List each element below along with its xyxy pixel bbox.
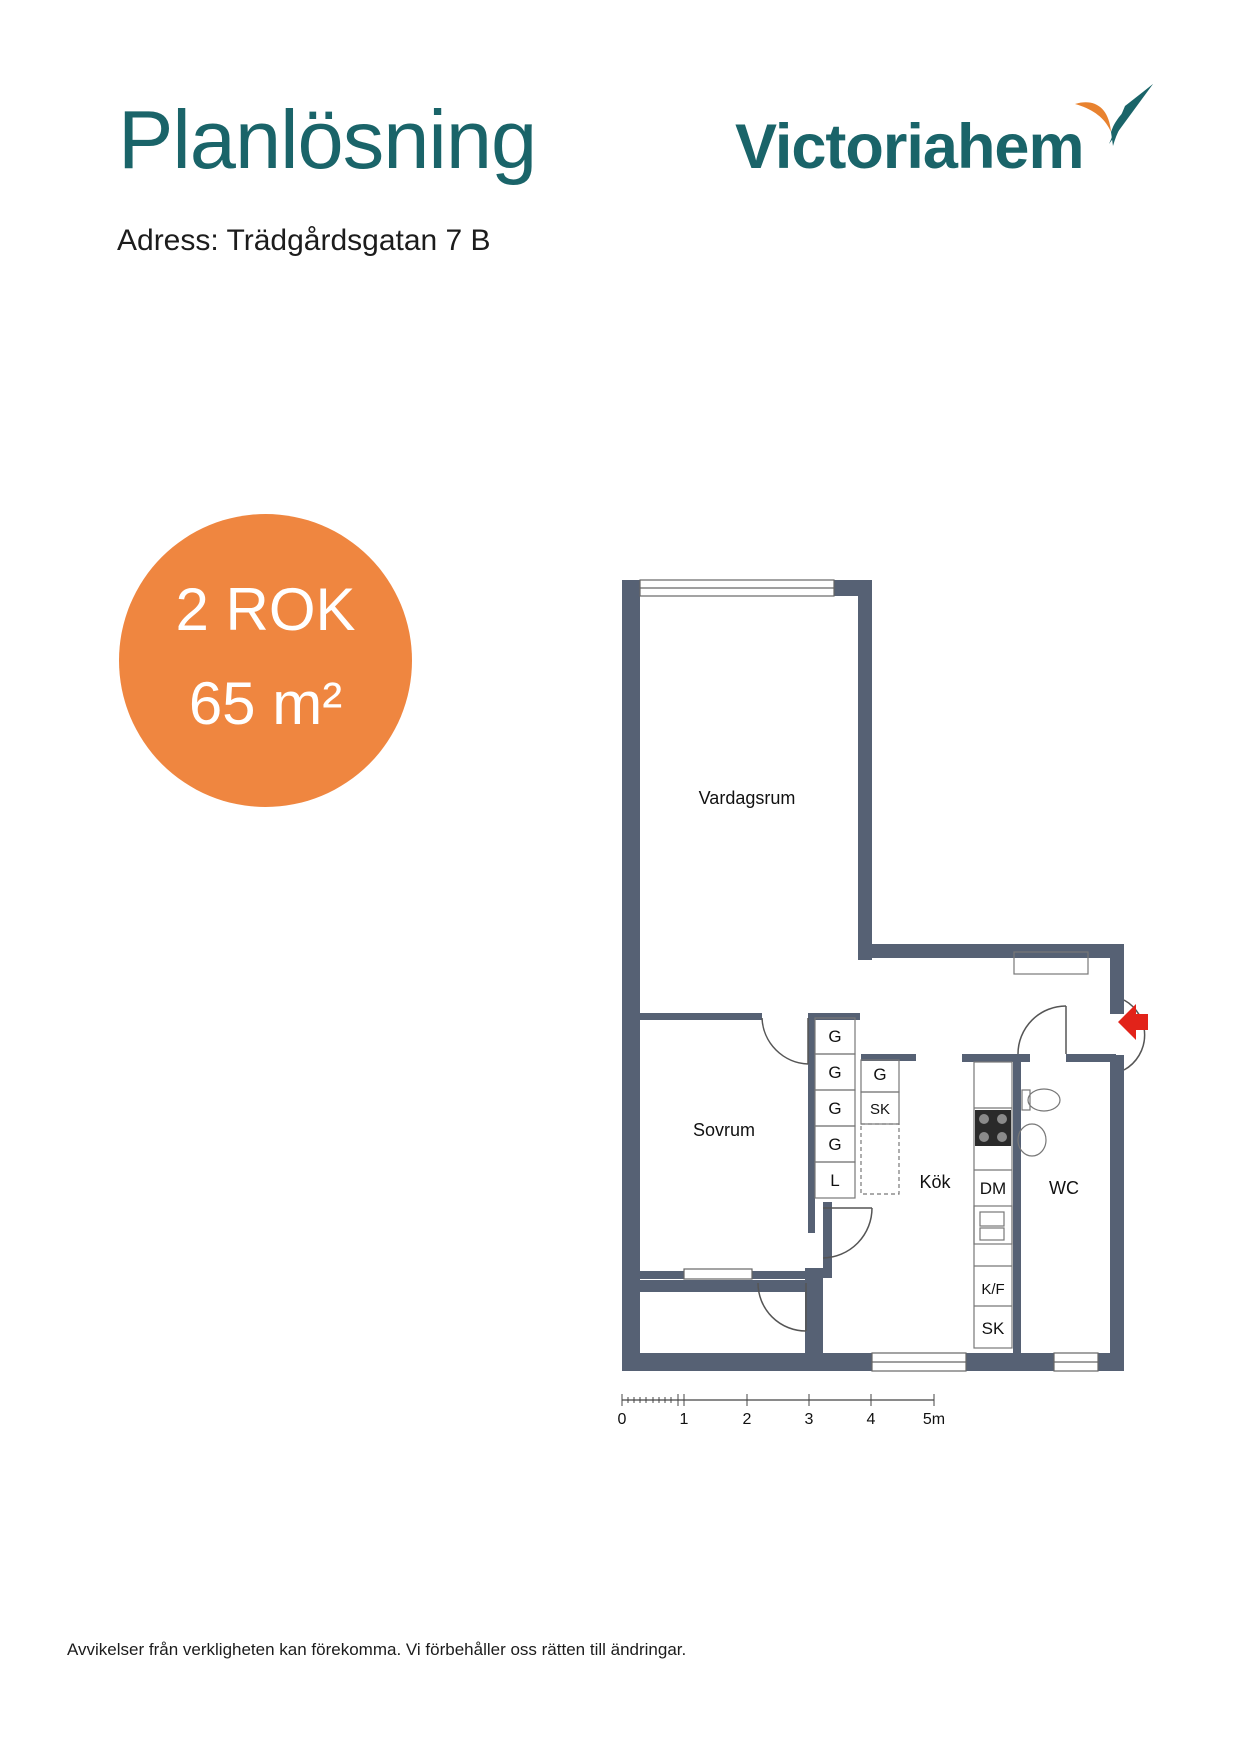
doors [757, 999, 1146, 1332]
bird-logo-icon [1075, 84, 1153, 146]
address-label: Adress: [117, 224, 219, 257]
toilet-icon [1021, 1088, 1061, 1112]
disclaimer: Avvikelser från verkligheten kan förekom… [67, 1640, 687, 1659]
room-label-kitchen: Kök [919, 1172, 951, 1192]
room-label-living: Vardagsrum [699, 788, 796, 808]
kitchen-counters [973, 951, 1089, 1349]
wardrobe-closets [814, 1017, 900, 1199]
walls [622, 580, 1124, 1371]
scale-tick-label: 2 [743, 1411, 752, 1428]
apartment-badge: 2 ROK 65 m² [119, 514, 412, 807]
address: Adress: Trädgårdsgatan 7 B [117, 226, 491, 256]
wardrobe-label: G [828, 1027, 841, 1046]
linen-closet-label: L [830, 1171, 839, 1190]
address-value: Trädgårdsgatan 7 B [226, 224, 491, 257]
victoriahem-logo: Victoriahem [735, 84, 1155, 194]
cleaning-closet-label: SK [870, 1101, 890, 1118]
wardrobe-label: G [873, 1065, 886, 1084]
scale-tick-label: 0 [618, 1411, 627, 1428]
scale-tick-label: 5m [923, 1411, 945, 1428]
wardrobe-label: G [828, 1063, 841, 1082]
storage-labels: G G G G L G SK [828, 1027, 890, 1190]
room-label-bedroom: Sovrum [693, 1120, 755, 1140]
wardrobe-label: G [828, 1135, 841, 1154]
windows [639, 579, 1099, 1372]
scale-tick-label: 1 [680, 1411, 689, 1428]
entrance-arrow-icon [1118, 1004, 1148, 1040]
page-title: Planlösning [118, 93, 537, 186]
logo-wordmark: Victoriahem [735, 112, 1084, 182]
washbasin-icon [1017, 1123, 1047, 1157]
dishwasher-label: DM [980, 1179, 1006, 1198]
cleaning-closet-label: SK [982, 1319, 1005, 1338]
fridge-freezer-label: K/F [981, 1281, 1004, 1298]
stove-icon [975, 1110, 1011, 1146]
room-count: 2 ROK [175, 576, 356, 643]
appliance-labels: DM K/F SK [980, 1179, 1006, 1338]
scale-bar: 0 1 2 3 4 5m [618, 1394, 945, 1428]
scale-tick-label: 3 [805, 1411, 814, 1428]
room-label-wc: WC [1049, 1178, 1079, 1198]
scale-tick-label: 4 [867, 1411, 876, 1428]
wardrobe-label: G [828, 1099, 841, 1118]
room-labels: Vardagsrum Sovrum Kök WC [693, 788, 1079, 1198]
floor-area: 65 m² [188, 670, 343, 737]
